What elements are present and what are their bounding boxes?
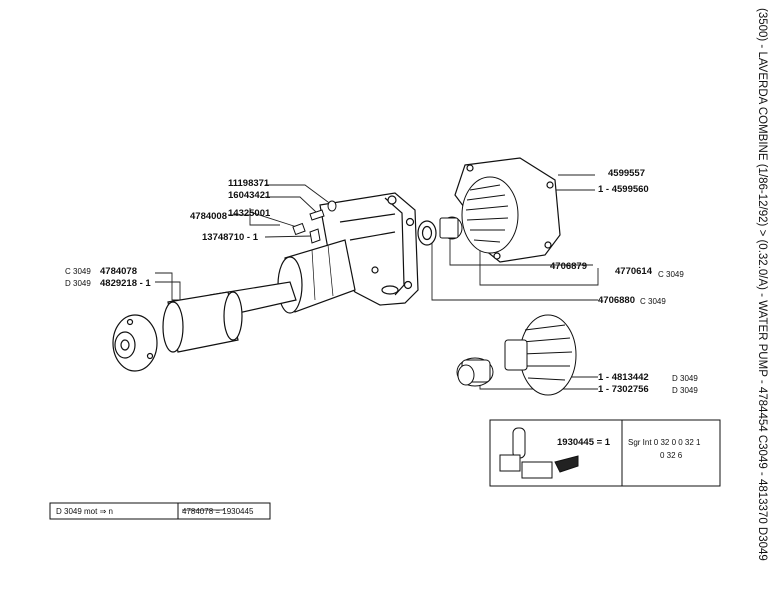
callout-13748710: 13748710 - 1 [202, 232, 259, 243]
callout-4706880-variant: C 3049 [640, 297, 666, 306]
callout-4599560: 1 - 4599560 [598, 184, 649, 195]
kit-part: 1930445 = 1 [557, 437, 611, 448]
leader-13748710 [264, 235, 313, 238]
kit-line1: Sgr Int 0 32 0 0 32 1 [628, 438, 701, 447]
note-bar [49, 502, 271, 520]
callout-4599557: 4599557 [608, 168, 645, 179]
page-title: (3500) - LAVERDA COMBINE (1/86-12/92) > … [756, 8, 768, 561]
callout-4813442-variant: D 3049 [672, 374, 698, 383]
leader-4770614 [479, 230, 599, 286]
callout-7302756-variant: D 3049 [672, 386, 698, 395]
kit-box [489, 419, 721, 487]
note-left: D 3049 mot ⇒ n [56, 507, 113, 516]
callout-4706879: 4706879 [550, 261, 587, 272]
callout-4813442: 1 - 4813442 [598, 372, 649, 383]
callout-4770614: 4770614 [615, 266, 653, 277]
leader-14325001 [249, 208, 280, 226]
callout-4706880: 4706880 [598, 295, 635, 306]
callout-16043421: 16043421 [228, 190, 271, 201]
leader-11198371 [265, 184, 333, 206]
impeller-top [439, 176, 519, 254]
callout-4784008: 4784008 [190, 211, 227, 222]
leader-4706880 [431, 240, 598, 301]
leader-14325001-b [249, 211, 301, 229]
note-right: 4784078 = 1930445 [182, 507, 254, 516]
seal-ring [417, 220, 437, 246]
callout-4829218: 4829218 - 1 [100, 278, 151, 289]
callout-7302756: 1 - 7302756 [598, 384, 649, 395]
callout-11198371: 11198371 [228, 178, 270, 189]
callout-4829218-variant: D 3049 [65, 279, 91, 288]
callout-14325001: 14325001 [228, 208, 271, 219]
small-hardware [292, 200, 337, 244]
callout-4770614-variant: C 3049 [658, 270, 684, 279]
pump-housing [277, 192, 419, 314]
impeller-bottom [456, 314, 577, 396]
leader-4706879 [449, 238, 593, 266]
kit-line2: 0 32 6 [660, 451, 683, 460]
callout-4784078-variant: C 3049 [65, 267, 91, 276]
callout-4784078: 4784078 [100, 266, 137, 277]
pulley-shaft [112, 281, 297, 372]
leader-16043421 [265, 196, 317, 213]
